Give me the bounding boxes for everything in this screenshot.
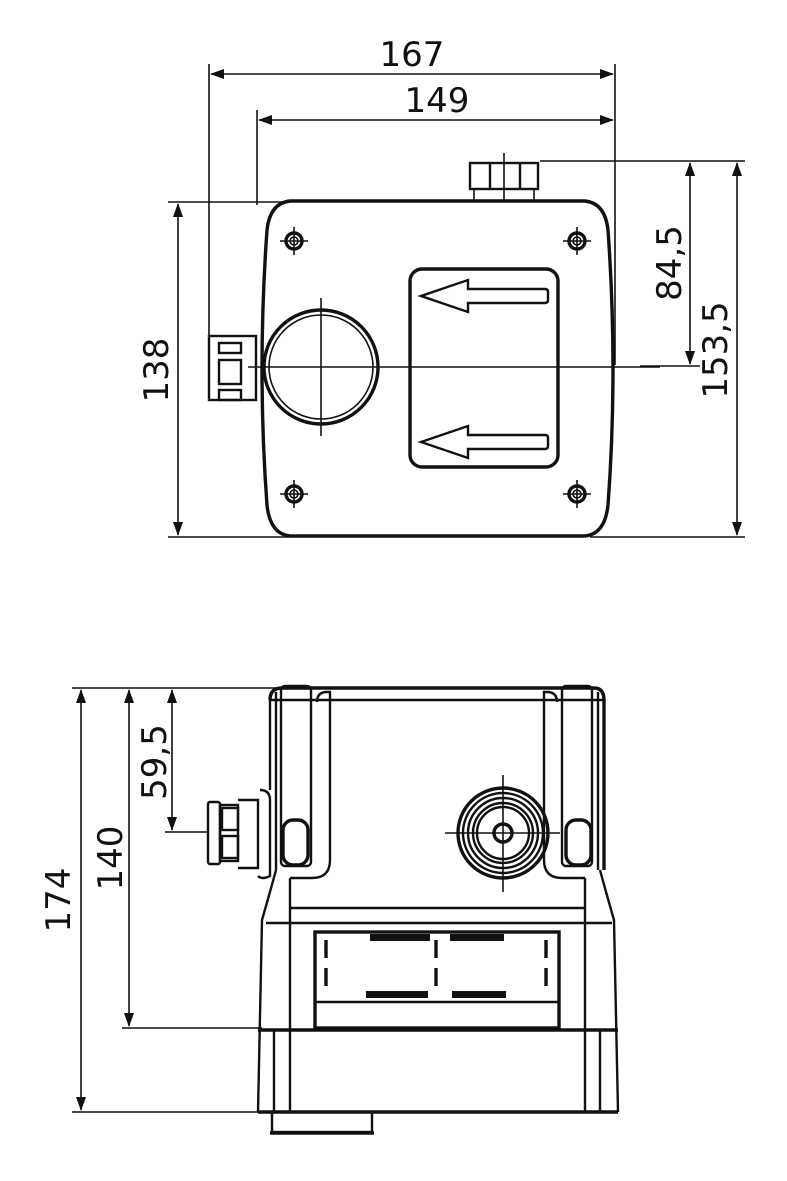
front-view: 174 140 59,5 <box>39 684 620 1135</box>
label-text-mark <box>370 934 430 941</box>
dimension-overall-width: 167 <box>208 35 616 365</box>
waist-section <box>256 869 620 1113</box>
dim-label-149: 149 <box>405 81 470 121</box>
dimension-body-depth: 138 <box>137 201 290 538</box>
top-view-body <box>260 199 615 538</box>
dim-label-153-5: 153,5 <box>696 301 736 398</box>
dim-label-84-5: 84,5 <box>650 225 690 301</box>
flow-direction-panel <box>408 267 560 469</box>
dim-label-167: 167 <box>380 35 445 75</box>
dimension-body-height: 140 <box>91 689 262 1029</box>
label-text-mark <box>452 991 506 998</box>
cable-gland-front <box>206 788 272 880</box>
flow-arrow-icon <box>417 424 550 460</box>
upper-housing <box>268 684 606 880</box>
dimension-gland-height: 59,5 <box>135 689 208 833</box>
top-fitting <box>468 153 540 201</box>
label-text-mark <box>450 934 504 941</box>
mounting-hole-tl <box>280 227 308 255</box>
dim-label-138: 138 <box>137 338 177 403</box>
dim-label-174: 174 <box>39 868 79 933</box>
mounting-hole-bl <box>280 480 308 508</box>
dimension-overall-depth: 153,5 <box>590 162 745 538</box>
dimension-outlet-axis: 84,5 <box>540 160 745 367</box>
label-panel <box>313 930 561 1030</box>
label-text-mark <box>366 991 428 998</box>
inlet-port <box>248 298 660 436</box>
dimension-body-width: 149 <box>256 81 614 205</box>
dimension-overall-height: 174 <box>39 687 282 1113</box>
flow-arrow-icon <box>417 278 550 314</box>
top-view: 167 149 138 84,5 153,5 <box>137 35 745 538</box>
base-foot <box>270 1110 374 1135</box>
cable-gland-left <box>207 334 258 402</box>
dim-label-59-5: 59,5 <box>135 724 175 800</box>
mounting-hole-br <box>563 480 591 508</box>
mounting-hole-tr <box>563 227 591 255</box>
lower-housing <box>258 1028 618 1114</box>
dim-label-140: 140 <box>91 826 131 891</box>
outlet-port <box>445 775 560 892</box>
